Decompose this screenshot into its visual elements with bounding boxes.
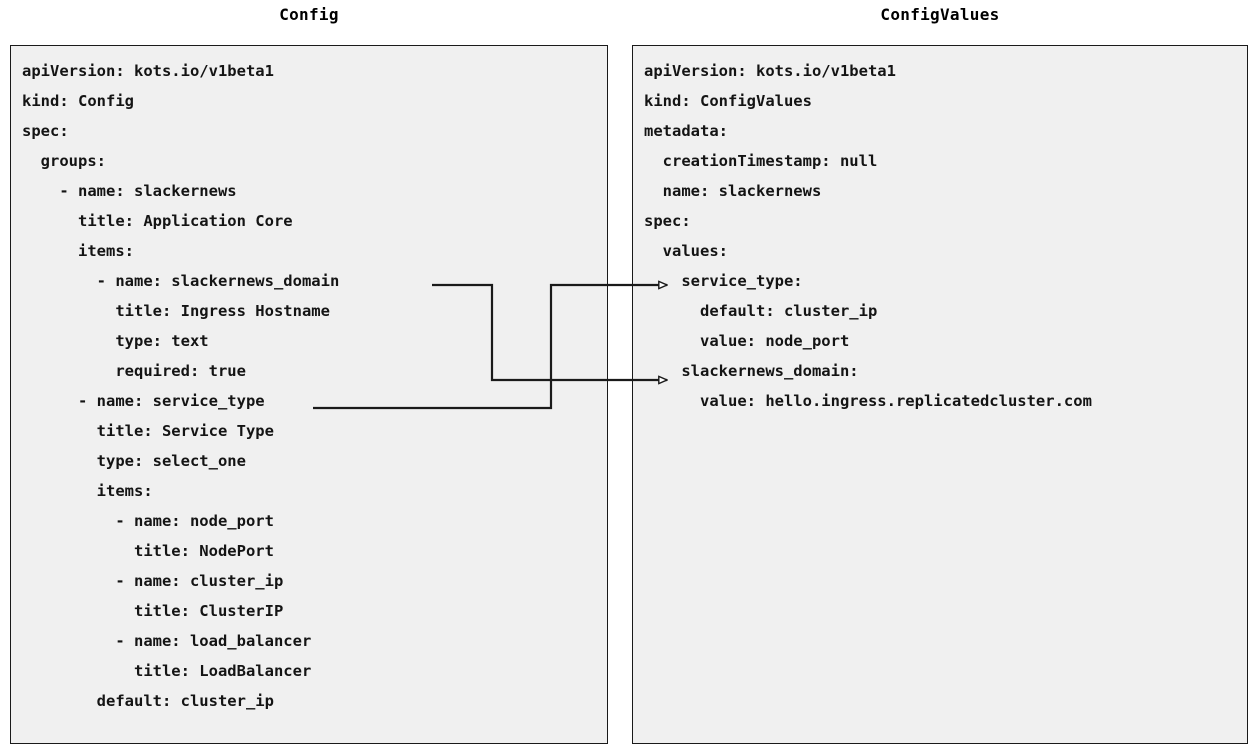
configvalues-yaml-panel: apiVersion: kots.io/v1beta1 kind: ConfigV…	[632, 45, 1248, 744]
config-yaml-line: kind: Config	[22, 92, 134, 110]
config-yaml-line: items:	[22, 482, 153, 500]
configvalues-yaml-line: spec:	[644, 212, 691, 230]
panel-title-config: Config	[279, 5, 339, 24]
config-yaml-line: title: LoadBalancer	[22, 662, 312, 680]
config-yaml-line: type: select_one	[22, 452, 246, 470]
config-yaml-line: - name: slackernews	[22, 182, 237, 200]
panel-title-configvalues: ConfigValues	[880, 5, 1000, 24]
config-yaml-panel: apiVersion: kots.io/v1beta1 kind: Config s…	[10, 45, 608, 744]
configvalues-yaml-line: creationTimestamp: null	[644, 152, 878, 170]
configvalues-yaml-line: value: hello.ingress.replicatedcluster.c…	[644, 392, 1092, 410]
config-yaml-line: title: NodePort	[22, 542, 274, 560]
config-yaml-line: title: Ingress Hostname	[22, 302, 330, 320]
config-yaml-line: type: text	[22, 332, 209, 350]
config-yaml-line: required: true	[22, 362, 246, 380]
config-yaml-line: apiVersion: kots.io/v1beta1	[22, 62, 274, 80]
config-yaml-line: - name: cluster_ip	[22, 572, 284, 590]
config-yaml-body: apiVersion: kots.io/v1beta1 kind: Config s…	[22, 56, 607, 716]
config-yaml-line: - name: service_type	[22, 392, 265, 410]
config-yaml-line: title: ClusterIP	[22, 602, 284, 620]
config-yaml-line: - name: slackernews_domain	[22, 272, 340, 290]
configvalues-yaml-line: service_type:	[644, 272, 803, 290]
config-yaml-line: items:	[22, 242, 134, 260]
configvalues-yaml-line: values:	[644, 242, 728, 260]
config-yaml-line: - name: load_balancer	[22, 632, 312, 650]
configvalues-yaml-line: name: slackernews	[644, 182, 822, 200]
config-yaml-line: spec:	[22, 122, 69, 140]
configvalues-yaml-body: apiVersion: kots.io/v1beta1 kind: ConfigV…	[644, 56, 1247, 416]
configvalues-yaml-line: apiVersion: kots.io/v1beta1	[644, 62, 896, 80]
configvalues-yaml-line: slackernews_domain:	[644, 362, 859, 380]
configvalues-yaml-line: kind: ConfigValues	[644, 92, 812, 110]
configvalues-yaml-line: value: node_port	[644, 332, 850, 350]
config-yaml-line: default: cluster_ip	[22, 692, 274, 710]
configvalues-yaml-line: default: cluster_ip	[644, 302, 878, 320]
configvalues-yaml-line: metadata:	[644, 122, 728, 140]
config-yaml-line: title: Service Type	[22, 422, 274, 440]
config-yaml-line: - name: node_port	[22, 512, 274, 530]
config-yaml-line: groups:	[22, 152, 106, 170]
config-yaml-line: title: Application Core	[22, 212, 293, 230]
